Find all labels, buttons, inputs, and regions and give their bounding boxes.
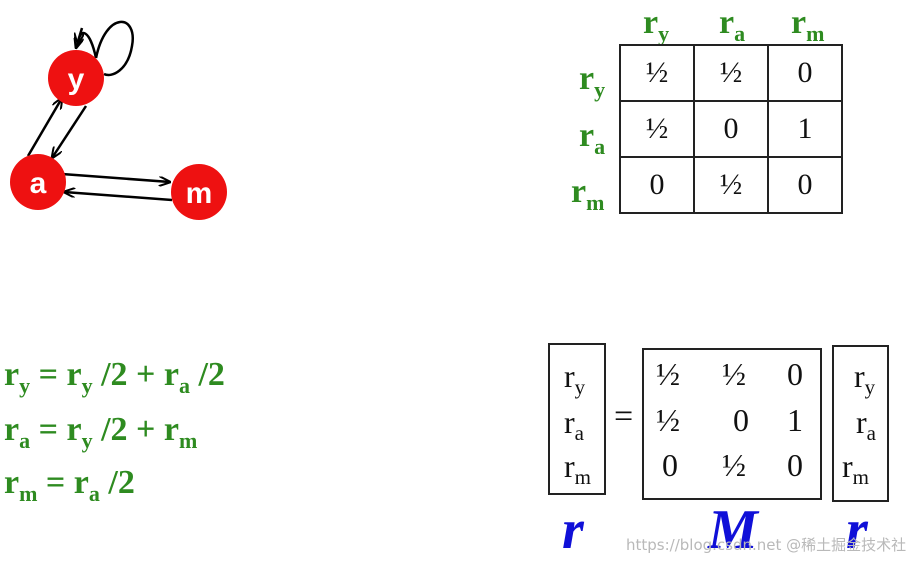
matrix-cell: ½ xyxy=(722,356,746,392)
edge-a-y xyxy=(26,98,62,157)
table-cell: ½ xyxy=(619,100,695,158)
col-header-ra: ra xyxy=(719,4,746,46)
matrix-cell: ½ xyxy=(656,402,680,438)
matrix-cell: ½ xyxy=(656,356,680,392)
matrix-M-box xyxy=(642,348,822,500)
label-r-right: r xyxy=(846,499,868,561)
edge-y-a xyxy=(52,105,88,158)
right-vector-box xyxy=(832,345,889,502)
node-m-label: m xyxy=(186,177,213,210)
equation-ra: ra = ry /2 + rm xyxy=(4,411,198,453)
table-cell: ½ xyxy=(693,156,769,214)
matrix-cell: 0 xyxy=(787,447,803,483)
right-vector-ra: ra xyxy=(856,404,876,445)
row-header-ry: ry xyxy=(579,60,606,102)
matrix-cell: 0 xyxy=(787,356,803,392)
label-M: M xyxy=(708,499,758,561)
table-cell: 0 xyxy=(619,156,695,214)
left-vector-box xyxy=(548,343,606,495)
transition-table: ½ ½ 0 ½ 0 1 0 ½ 0 xyxy=(619,44,843,214)
node-a-circle xyxy=(10,154,66,210)
table-cell: 1 xyxy=(767,100,843,158)
equation-ry: ry = ry /2 + ra /2 xyxy=(4,356,225,398)
node-y-label: y xyxy=(68,63,85,96)
table-cell: 0 xyxy=(693,100,769,158)
node-y-circle xyxy=(48,50,104,106)
right-vector-rm: rm xyxy=(842,448,869,489)
edge-m-a xyxy=(64,192,173,202)
node-a-label: a xyxy=(30,167,47,200)
left-vector-rm: rm xyxy=(564,448,591,489)
equals-sign: = xyxy=(614,398,634,435)
col-header-rm: rm xyxy=(791,4,825,46)
table-cell: 0 xyxy=(767,156,843,214)
left-vector-ra: ra xyxy=(564,404,584,445)
table-row: ½ 0 1 xyxy=(619,100,843,158)
row-header-ra: ra xyxy=(579,117,606,159)
node-m: m xyxy=(171,164,227,220)
graph-diagram: y a m xyxy=(10,20,227,220)
watermark: https://blog.csdn.net @稀土掘金技术社区 xyxy=(626,536,907,554)
label-r-left: r xyxy=(562,499,584,561)
node-y: y xyxy=(48,50,104,106)
matrix-cell: 1 xyxy=(787,402,803,438)
matrix-cell: 0 xyxy=(733,402,749,438)
table-cell: ½ xyxy=(619,44,695,102)
node-m-circle xyxy=(171,164,227,220)
matrix-cell: 0 xyxy=(662,447,678,483)
col-header-ry: ry xyxy=(643,4,670,46)
right-vector-ry: ry xyxy=(854,358,876,399)
table-cell: ½ xyxy=(693,44,769,102)
table-cell: 0 xyxy=(767,44,843,102)
edge-a-m xyxy=(61,172,170,182)
table-row: 0 ½ 0 xyxy=(619,156,843,214)
equation-rm: rm = ra /2 xyxy=(4,464,135,506)
table-row: ½ ½ 0 xyxy=(619,44,843,102)
node-a: a xyxy=(10,154,66,210)
edge-y-y xyxy=(94,20,134,77)
matrix-cell: ½ xyxy=(722,447,746,483)
row-header-rm: rm xyxy=(571,173,605,215)
left-vector-ry: ry xyxy=(564,358,586,399)
